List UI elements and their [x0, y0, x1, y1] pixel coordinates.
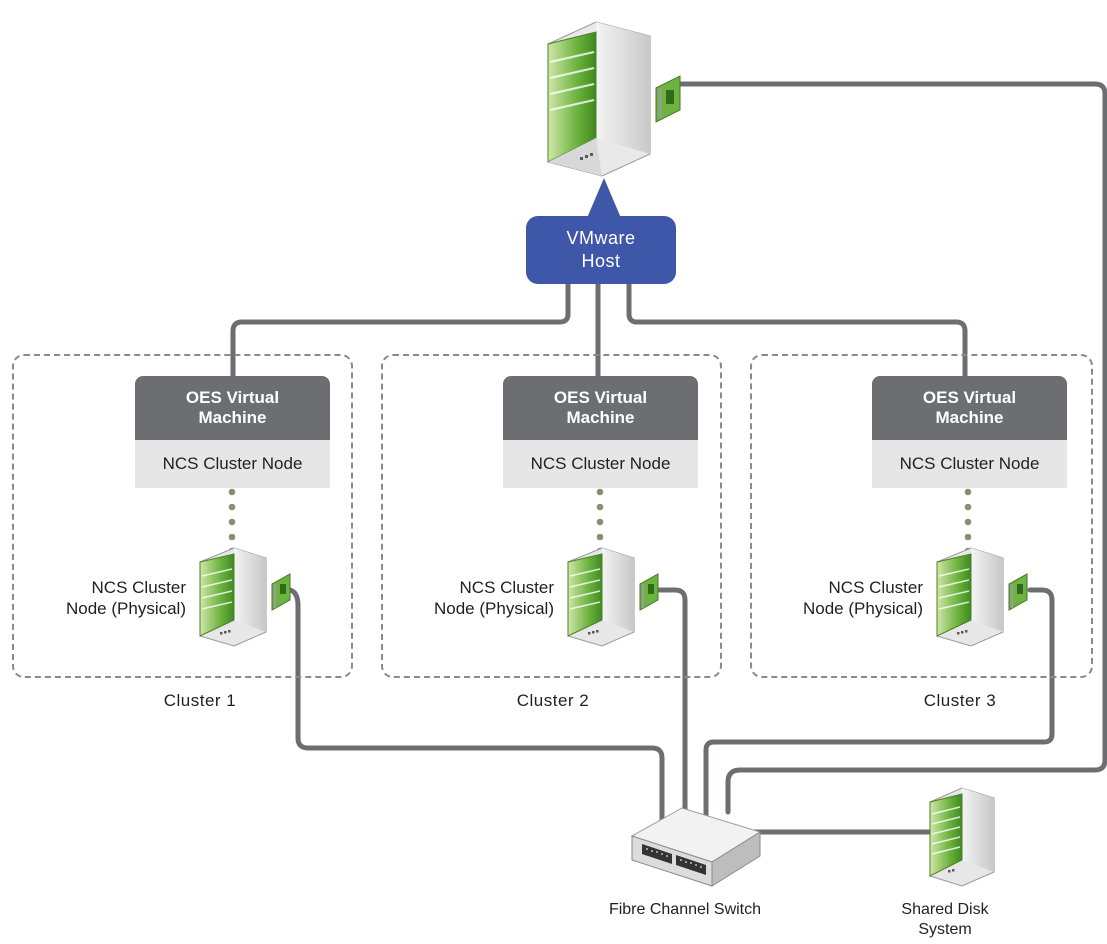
cluster-3-box: [750, 354, 1093, 678]
cluster-label: Cluster 1: [163, 691, 237, 710]
storage-label-line1: Shared Disk: [901, 901, 989, 918]
physical-node-label: NCS Cluster Node (Physical): [40, 577, 186, 619]
node1-to-switch-line: [287, 587, 665, 841]
server-icon: [547, 21, 681, 177]
physical-node-label: NCS Cluster Node (Physical): [408, 577, 554, 619]
cluster-2-box: [381, 354, 722, 678]
vmware-host-bubble: VMware Host: [526, 216, 676, 284]
cluster-1-box: [12, 354, 353, 678]
storage-label: Shared Disk System: [875, 900, 1015, 940]
host-to-vm3-line: [626, 277, 968, 381]
oes-vm-title: OES Virtual Machine: [503, 376, 698, 440]
vmware-host-label-line1: VMware: [566, 228, 636, 248]
physical-node-label-line1: NCS Cluster: [91, 578, 186, 597]
oes-vm-title-line2: Machine: [566, 408, 635, 427]
physical-node-label-line2: Node (Physical): [434, 599, 554, 618]
network-card-icon: [271, 573, 291, 611]
vm-cluster-node-label: NCS Cluster Node: [503, 440, 698, 488]
oes-vm-title: OES Virtual Machine: [872, 376, 1067, 440]
vm-cluster-node-label: NCS Cluster Node: [135, 440, 330, 488]
vmware-host-pointer: [587, 178, 621, 218]
host-to-vm1-line: [230, 277, 571, 381]
fibre-channel-switch-icon: [630, 807, 762, 887]
network-card-icon: [1008, 573, 1028, 611]
server-icon: [199, 547, 291, 647]
network-card-icon: [655, 75, 681, 123]
vmware-host-label-line2: Host: [581, 251, 621, 271]
host-uplink-line: [677, 81, 1107, 815]
physical-node-label-line1: NCS Cluster: [828, 578, 923, 597]
cluster-label: Cluster 3: [923, 691, 997, 710]
disk-storage-icon: [929, 787, 995, 887]
node3-to-switch-line: [703, 587, 1055, 841]
physical-node-label-line2: Node (Physical): [66, 599, 186, 618]
oes-vm-title-line1: OES Virtual: [185, 388, 280, 407]
storage-label-line2: System: [918, 921, 972, 938]
oes-vm-title-line1: OES Virtual: [553, 388, 648, 407]
vm-cluster-node-label: NCS Cluster Node: [872, 440, 1067, 488]
oes-vm-title-line2: Machine: [935, 408, 1004, 427]
cluster-label: Cluster 2: [516, 691, 590, 710]
oes-vm-title-line1: OES Virtual: [922, 388, 1017, 407]
physical-node-label: NCS Cluster Node (Physical): [777, 577, 923, 619]
node2-to-switch-line: [657, 587, 688, 841]
physical-node-label-line2: Node (Physical): [803, 599, 923, 618]
oes-vm-title-line2: Machine: [198, 408, 267, 427]
network-card-icon: [639, 573, 659, 611]
oes-vm-title: OES Virtual Machine: [135, 376, 330, 440]
server-icon: [567, 547, 659, 647]
physical-node-label-line1: NCS Cluster: [459, 578, 554, 597]
server-icon: [936, 547, 1028, 647]
switch-label: Fibre Channel Switch: [608, 901, 762, 918]
